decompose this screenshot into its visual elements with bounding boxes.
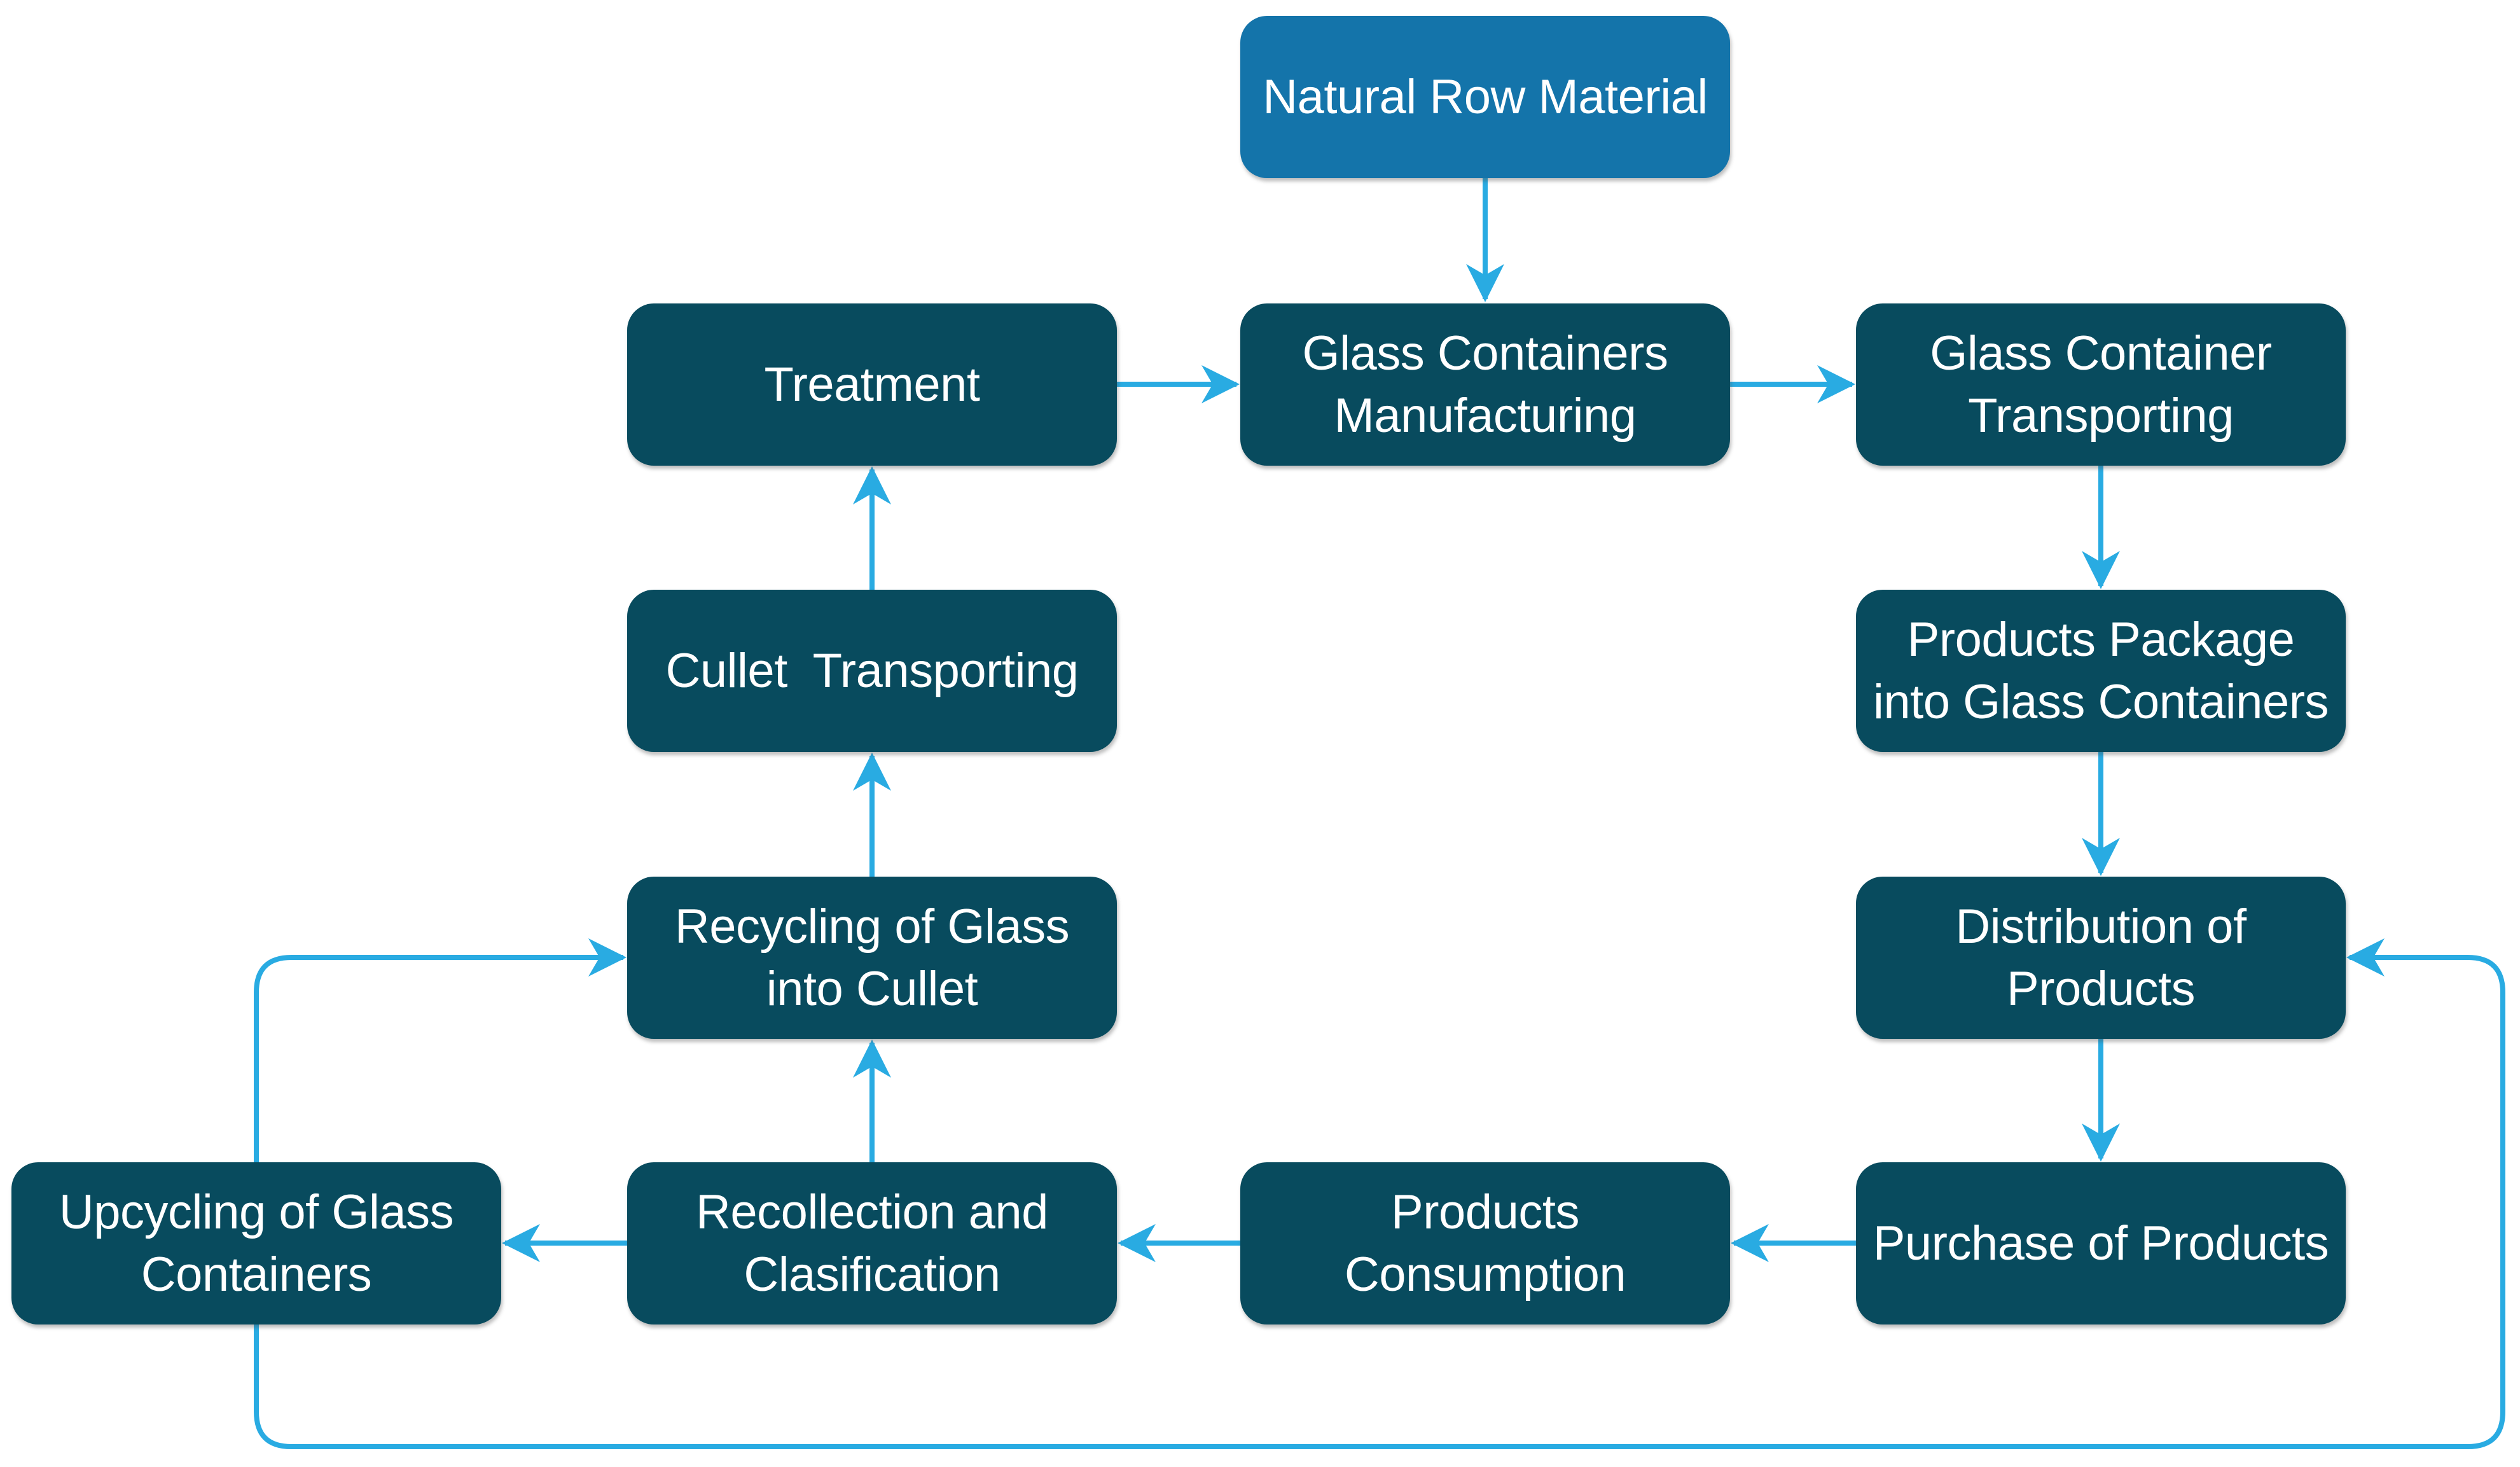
node-upcycling-of-glass-containers: Upcycling of Glass Containers bbox=[11, 1162, 501, 1324]
node-recollection-and-clasification: Recollection and Clasification bbox=[627, 1162, 1117, 1324]
node-products-package-into-glass-containers: Products Package into Glass Containers bbox=[1856, 590, 2346, 752]
arrow-upcycling-loop-to-recycling bbox=[254, 938, 627, 1162]
node-glass-container-transporting: Glass Container Transporting bbox=[1856, 303, 2346, 466]
node-products-consumption: Products Consumption bbox=[1240, 1162, 1730, 1324]
arrow-upcycling-loop-to-distribution bbox=[254, 938, 2505, 1449]
node-distribution-of-products: Distribution of Products bbox=[1856, 877, 2346, 1039]
node-cullet-transporting: Cullet Transporting bbox=[627, 590, 1117, 752]
node-recycling-of-glass-into-cullet: Recycling of Glass into Cullet bbox=[627, 877, 1117, 1039]
node-purchase-of-products: Purchase of Products bbox=[1856, 1162, 2346, 1324]
node-treatment: Treatment bbox=[627, 303, 1117, 466]
node-natural-row-material: Natural Row Material bbox=[1240, 16, 1730, 178]
node-glass-containers-manufacturing: Glass Containers Manufacturing bbox=[1240, 303, 1730, 466]
